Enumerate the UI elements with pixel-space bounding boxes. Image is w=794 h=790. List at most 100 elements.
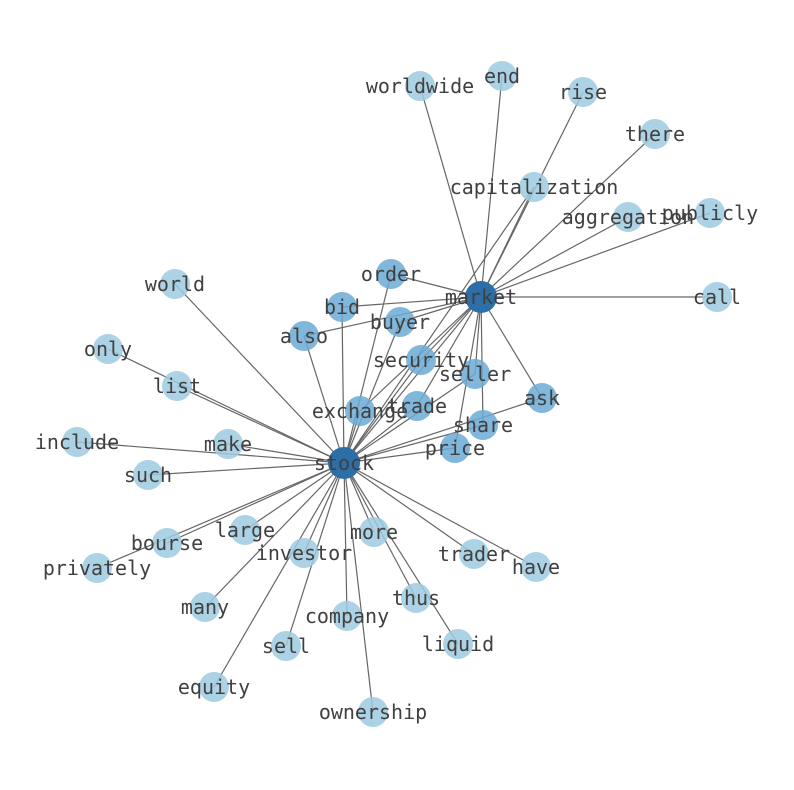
node-label-share: share <box>453 413 513 437</box>
node-label-only: only <box>84 337 132 361</box>
node-label-end: end <box>484 64 520 88</box>
node-label-stock: stock <box>314 451 374 475</box>
node-make[interactable] <box>213 429 243 459</box>
node-label-call: call <box>693 285 741 309</box>
node-stock[interactable] <box>328 447 360 479</box>
node-label-security: security <box>373 348 469 372</box>
edge-stock-liquid <box>343 462 459 645</box>
node-label-rise: rise <box>559 80 607 104</box>
edge-stock-world <box>174 283 345 464</box>
edge-stock-such <box>147 462 345 476</box>
edge-stock-large <box>244 462 345 531</box>
node-label-buyer: buyer <box>370 310 430 334</box>
node-label-ownership: ownership <box>319 700 427 724</box>
node-bourse[interactable] <box>152 528 182 558</box>
node-include[interactable] <box>62 427 92 457</box>
node-label-investor: investor <box>256 541 352 565</box>
edge-stock-also <box>303 335 345 464</box>
node-label-order: order <box>361 262 421 286</box>
node-aggregation[interactable] <box>613 202 643 232</box>
node-label-equity: equity <box>178 675 250 699</box>
node-share[interactable] <box>468 410 498 440</box>
edge-stock-share <box>343 424 484 464</box>
node-rise[interactable] <box>568 77 598 107</box>
node-call[interactable] <box>702 282 732 312</box>
node-many[interactable] <box>190 592 220 622</box>
node-trader[interactable] <box>459 539 489 569</box>
node-liquid[interactable] <box>443 629 473 659</box>
node-worldwide[interactable] <box>405 71 435 101</box>
node-bid[interactable] <box>327 292 357 322</box>
node-there[interactable] <box>640 119 670 149</box>
node-sell[interactable] <box>271 631 301 661</box>
node-also[interactable] <box>289 321 319 351</box>
node-list[interactable] <box>162 371 192 401</box>
node-more[interactable] <box>359 517 389 547</box>
node-price[interactable] <box>440 433 470 463</box>
edge-stock-equity <box>213 462 345 688</box>
edge-market-aggregation <box>480 216 629 298</box>
node-ask[interactable] <box>527 383 557 413</box>
node-label-liquid: liquid <box>422 632 494 656</box>
node-label-privately: privately <box>43 556 151 580</box>
node-label-company: company <box>305 604 389 628</box>
edge-market-ask <box>480 296 543 399</box>
node-large[interactable] <box>230 515 260 545</box>
node-label-market: market <box>445 285 517 309</box>
edge-stock-many <box>204 462 345 608</box>
node-trade[interactable] <box>402 391 432 421</box>
node-label-sell: sell <box>262 634 310 658</box>
node-label-many: many <box>181 595 229 619</box>
node-label-aggregation: aggregation <box>562 205 694 229</box>
node-label-trader: trader <box>438 542 510 566</box>
node-exchange[interactable] <box>345 396 375 426</box>
edge-stock-capitalization <box>343 186 535 464</box>
edge-stock-bid <box>341 306 345 464</box>
node-label-publicly: publicly <box>662 201 758 225</box>
node-label-there: there <box>625 122 685 146</box>
node-capitalization[interactable] <box>519 172 549 202</box>
edge-stock-only <box>107 348 345 464</box>
node-publicly[interactable] <box>695 198 725 228</box>
node-only[interactable] <box>93 334 123 364</box>
edge-stock-list <box>176 385 345 464</box>
node-privately[interactable] <box>82 553 112 583</box>
node-investor[interactable] <box>289 538 319 568</box>
node-label-large: large <box>215 518 275 542</box>
node-security[interactable] <box>406 345 436 375</box>
node-label-include: include <box>35 430 119 454</box>
node-ownership[interactable] <box>358 697 388 727</box>
edge-market-worldwide <box>419 85 482 298</box>
edge-stock-ask <box>343 397 543 464</box>
node-buyer[interactable] <box>385 307 415 337</box>
edge-stock-bourse <box>166 462 345 544</box>
node-layer <box>62 61 732 727</box>
node-label-trade: trade <box>387 394 447 418</box>
node-have[interactable] <box>521 552 551 582</box>
node-label-ask: ask <box>524 386 560 410</box>
node-label-list: list <box>153 374 201 398</box>
edge-stock-security <box>343 359 422 464</box>
edge-stock-company <box>343 462 348 617</box>
node-such[interactable] <box>133 460 163 490</box>
node-label-capitalization: capitalization <box>450 175 619 199</box>
node-thus[interactable] <box>401 583 431 613</box>
edge-market-stock <box>343 296 482 464</box>
node-label-seller: seller <box>439 362 511 386</box>
node-equity[interactable] <box>199 672 229 702</box>
edge-stock-buyer <box>343 321 401 464</box>
edge-stock-price <box>343 447 456 464</box>
edge-stock-include <box>76 441 345 464</box>
node-company[interactable] <box>332 601 362 631</box>
edge-market-capitalization <box>480 186 535 298</box>
node-seller[interactable] <box>460 359 490 389</box>
node-market[interactable] <box>465 281 497 313</box>
edge-stock-investor <box>303 462 345 554</box>
node-end[interactable] <box>487 61 517 91</box>
edge-stock-have <box>343 462 537 568</box>
node-order[interactable] <box>376 259 406 289</box>
node-label-bid: bid <box>324 295 360 319</box>
node-world[interactable] <box>160 269 190 299</box>
